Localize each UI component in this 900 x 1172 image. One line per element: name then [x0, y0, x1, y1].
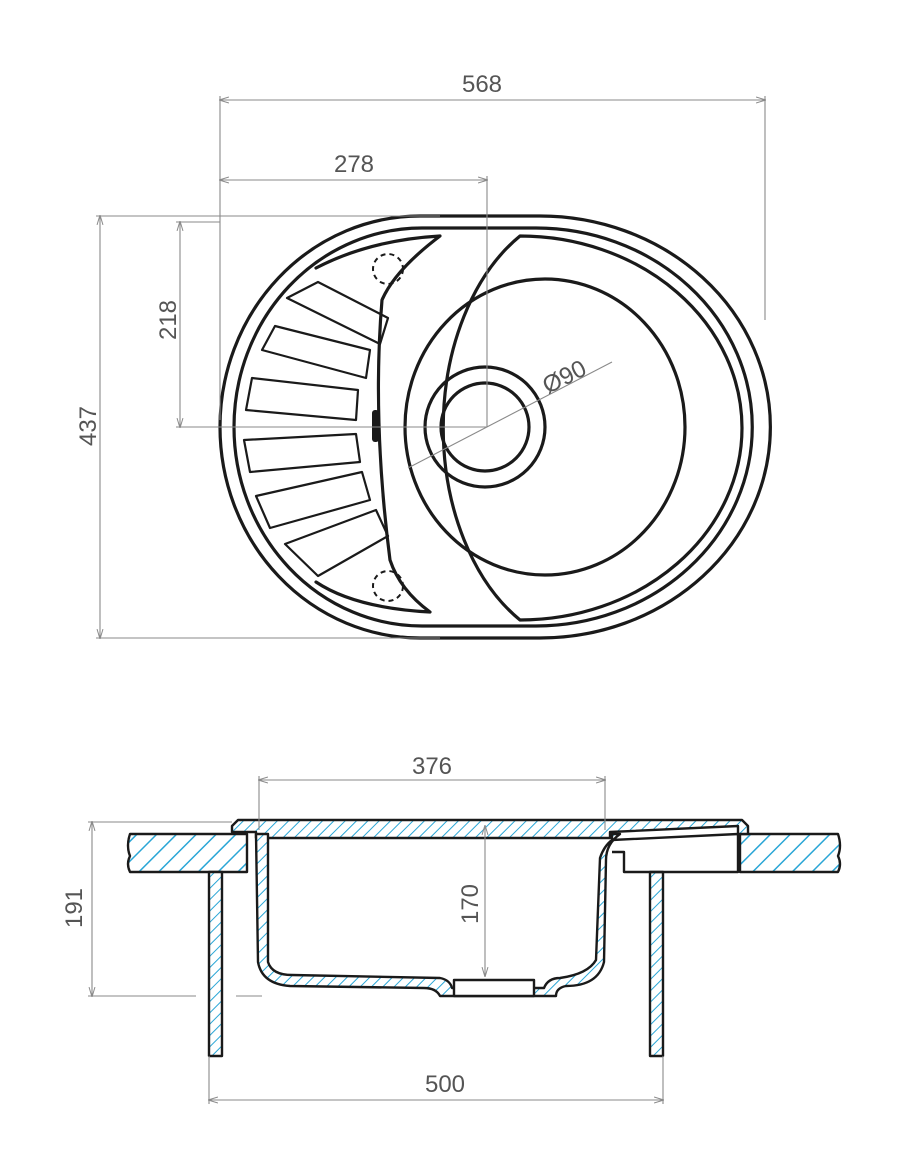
bowl-outer-edge: [441, 234, 744, 622]
cabinet-wall-right: [648, 870, 665, 1058]
dim-label-437: 437: [75, 406, 102, 446]
drainer-ribs: [242, 280, 390, 578]
tap-hole-top: [372, 253, 404, 285]
top-view: 568 278 218 437 Ø90: [75, 71, 772, 640]
drainer-rib: [242, 432, 362, 474]
dim-label-278: 278: [334, 151, 374, 178]
section-view: 376 170 191 500: [61, 753, 842, 1104]
overflow-slot: [372, 410, 379, 442]
drainer-rib: [254, 470, 372, 530]
dim-label-376: 376: [412, 753, 452, 780]
drainer-rib: [285, 280, 390, 346]
tap-hole-bottom: [372, 570, 404, 602]
dim-line-diameter: [407, 361, 613, 469]
sink-outer-rim: [218, 214, 772, 640]
cabinet-wall-left: [207, 870, 224, 1058]
drainer-rib: [244, 376, 360, 422]
bowl-section-wall: [254, 832, 622, 998]
dim-label-191: 191: [61, 888, 88, 928]
wing-panel-edge: [314, 234, 442, 614]
countertop-left: [126, 832, 249, 874]
dim-label-218: 218: [155, 300, 182, 340]
sink-inner-rim: [232, 226, 754, 628]
drainer-board: [611, 832, 740, 874]
dim-label-diameter: Ø90: [538, 355, 591, 400]
sink-flange: [230, 818, 750, 840]
dim-label-170: 170: [457, 884, 484, 924]
dim-label-500: 500: [425, 1071, 465, 1098]
dim-label-568: 568: [462, 71, 502, 98]
drainer-rib: [283, 508, 390, 578]
drain-body: [452, 978, 536, 998]
drainer-rib: [260, 324, 372, 380]
countertop-right: [738, 832, 842, 874]
